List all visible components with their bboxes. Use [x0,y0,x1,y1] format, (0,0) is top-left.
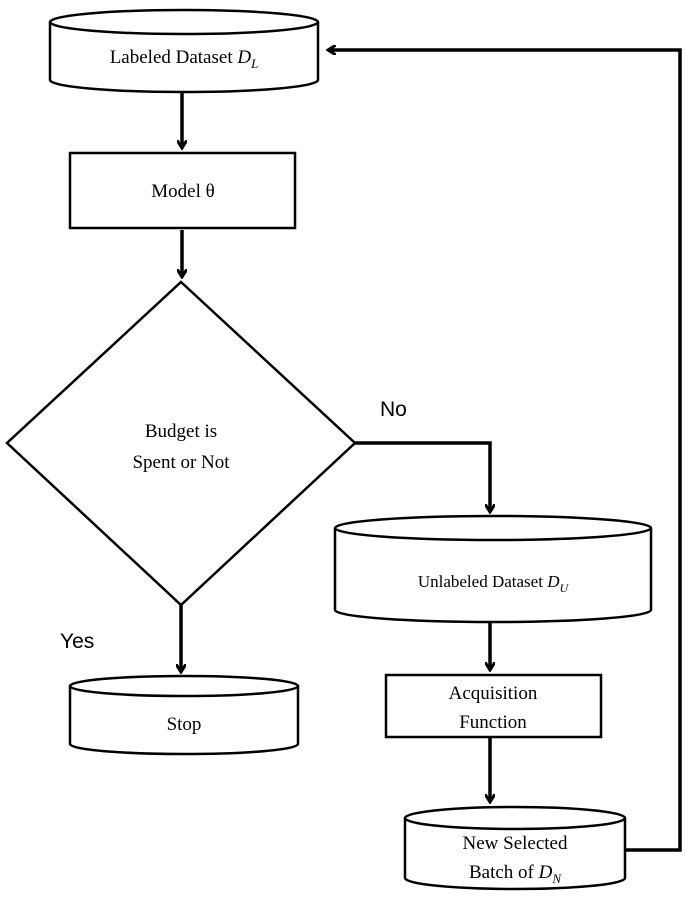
labeled-dataset-node: Labeled Dataset DL [48,8,320,94]
unlabeled-dataset-node: Unlabeled Dataset DU [333,514,653,624]
decision-label-line1: Budget is [145,421,217,442]
budget-decision-node: Budget is Spent or Not [5,280,357,607]
acquisition-label-line1: Acquisition [449,683,538,704]
unlabeled-dataset-label: Unlabeled Dataset DU [418,572,570,595]
stop-label: Stop [167,714,202,735]
model-node: Model θ [68,151,297,230]
decision-label-line2: Spent or Not [132,452,230,473]
acquisition-function-node: Acquisition Function [384,673,603,739]
acquisition-label-line2: Function [459,712,527,733]
labeled-dataset-label: Labeled Dataset DL [110,47,259,71]
new-batch-node: New Selected Batch of DN [403,805,627,891]
model-label: Model θ [151,181,214,202]
arrow-decision-no-to-unlabeled [355,441,490,512]
edge-label-yes: Yes [60,630,94,653]
new-batch-label-line1: New Selected [463,833,568,854]
stop-node: Stop [68,674,300,756]
new-batch-label-line2: Batch of DN [469,862,562,886]
arrow-batch-feedback-to-labeled [328,50,682,852]
edge-label-no: No [380,398,407,421]
